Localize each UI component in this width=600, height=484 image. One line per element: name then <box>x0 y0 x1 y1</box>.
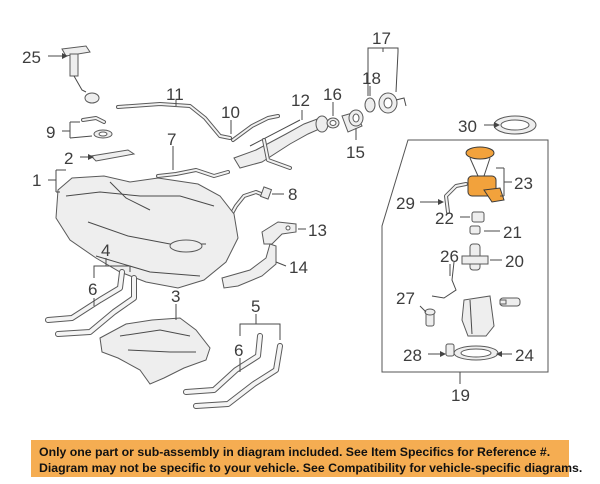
callout-8: 8 <box>288 185 297 204</box>
part-16-clamp <box>326 117 340 129</box>
callout-9: 9 <box>46 123 55 142</box>
leader-lines <box>48 47 512 384</box>
callout-1: 1 <box>32 171 41 190</box>
pump-housing <box>461 295 521 337</box>
callout-4: 4 <box>101 241 110 260</box>
part-2-pad <box>89 149 136 162</box>
part-11-tube <box>116 102 232 140</box>
part-27-regulator <box>424 308 436 327</box>
disclaimer-line-1: Only one part or sub-assembly in diagram… <box>39 445 551 459</box>
callout-14: 14 <box>289 258 308 277</box>
part-21-cushion <box>469 225 481 235</box>
callout-5: 5 <box>251 297 260 316</box>
part-4-straps-left <box>45 269 137 337</box>
part-25-sender-gauge <box>61 45 100 104</box>
part-3-heat-shield <box>99 317 211 385</box>
callout-3: 3 <box>171 287 180 306</box>
part-17-cap-assembly <box>378 92 407 114</box>
part-23-highlighted <box>465 146 505 203</box>
part-14-bracket <box>221 243 277 289</box>
callout-6-right: 6 <box>234 341 243 360</box>
callout-29: 29 <box>396 194 415 213</box>
disclaimer-banner: Only one part or sub-assembly in diagram… <box>31 440 583 477</box>
callout-13: 13 <box>308 221 327 240</box>
callout-25: 25 <box>22 48 41 67</box>
part-20-pump <box>461 243 489 271</box>
part-29-hose <box>444 182 468 214</box>
part-10-tube <box>231 114 280 142</box>
callout-7: 7 <box>167 130 176 149</box>
callout-19: 19 <box>451 386 470 405</box>
part-9-ring <box>81 116 113 139</box>
callout-24: 24 <box>515 346 534 365</box>
part-5-straps-right <box>183 333 283 409</box>
callout-10: 10 <box>221 103 240 122</box>
callout-labels: 25 17 18 11 10 12 16 9 7 15 30 1 2 8 29 … <box>22 29 534 405</box>
callout-2: 2 <box>64 149 73 168</box>
callout-12: 12 <box>291 91 310 110</box>
callout-28: 28 <box>403 346 422 365</box>
part-30-gasket <box>493 115 537 135</box>
callout-18: 18 <box>362 69 381 88</box>
part-26-wire <box>431 261 457 299</box>
disclaimer-line-2: Diagram may not be specific to your vehi… <box>39 461 583 475</box>
part-18-cap <box>364 97 376 113</box>
callout-22: 22 <box>435 209 454 228</box>
callout-27: 27 <box>396 289 415 308</box>
callout-11: 11 <box>166 85 184 104</box>
callout-21: 21 <box>503 223 522 242</box>
part-1-fuel-tank <box>55 175 239 289</box>
part-24-gasket <box>453 345 499 361</box>
part-13-bracket <box>261 221 297 245</box>
callout-15: 15 <box>346 143 365 162</box>
part-12-filler-pipe <box>233 115 329 170</box>
part-22-cushion <box>471 211 485 223</box>
callout-26: 26 <box>440 247 459 266</box>
callout-17: 17 <box>372 29 391 48</box>
part-28-valve <box>445 343 455 357</box>
callout-6-left: 6 <box>88 280 97 299</box>
callout-23: 23 <box>514 174 533 193</box>
part-7-tube <box>156 168 230 178</box>
part-15-hose <box>341 109 364 133</box>
callout-16: 16 <box>323 85 342 104</box>
callout-20: 20 <box>505 252 524 271</box>
callout-30: 30 <box>458 117 477 136</box>
pump-subassembly-box <box>381 139 549 373</box>
